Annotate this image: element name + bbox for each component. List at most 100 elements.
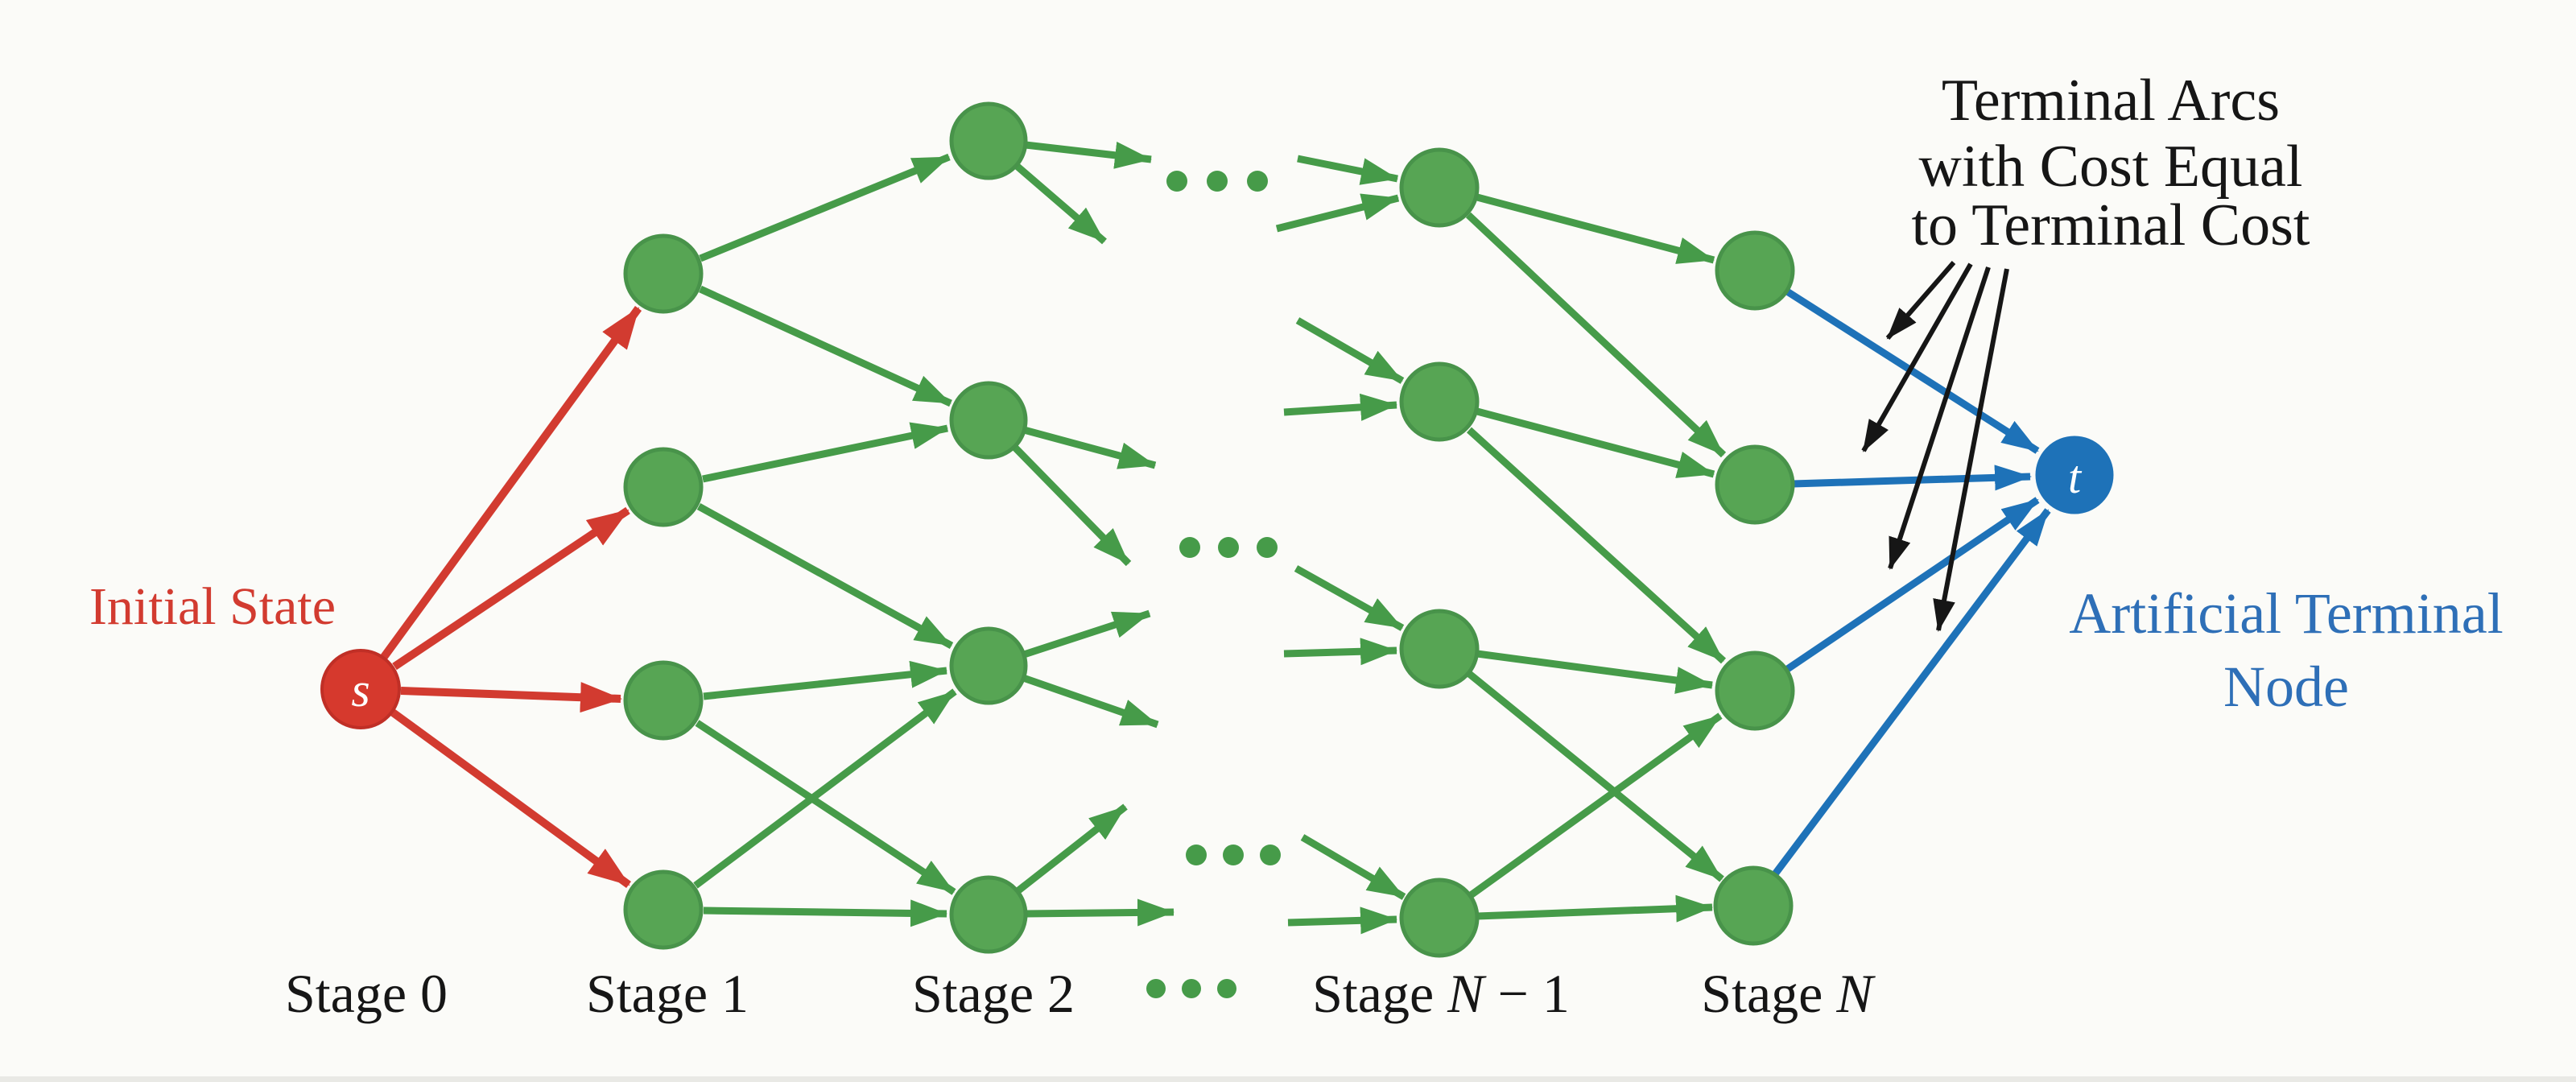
edges-stage1-to-stage2 [693,153,957,927]
annotation-arrows [1861,261,2009,632]
green-arc [1466,427,1727,664]
green-arc [1022,674,1159,729]
annotation-arrow [1888,266,1991,570]
green-arc [702,422,948,483]
state-node [1399,147,1480,228]
red-arc [400,682,622,713]
green-arc [693,688,957,889]
green-arc [703,899,947,927]
green-arc [699,285,952,407]
edges-ellipsis-to-stageN1 [1275,155,1406,935]
green-arc [1476,407,1715,478]
green-arc [1287,906,1397,935]
terminal-arcs-note-line2: with Cost Equal [1919,134,2303,200]
green-arc [1022,609,1151,659]
red-arc [390,708,631,889]
terminal-arcs-note: Terminal Arcs with Cost Equal to Termina… [1912,68,2310,258]
green-arc [1476,193,1715,264]
green-arc [1465,212,1727,458]
artificial-terminal-note-line1: Artificial Terminal [2069,581,2503,646]
green-arc [695,720,956,895]
ellipsis-dot [1260,845,1281,865]
state-node [949,101,1028,180]
terminal-arc [1785,288,2040,454]
terminal-arc [1771,508,2051,878]
stage1-nodes [623,233,704,950]
state-node [623,447,704,527]
green-arc [699,153,951,262]
green-arc [1468,712,1723,898]
red-arc [392,506,630,671]
ellipsis-dot [1218,537,1239,558]
artificial-terminal-note-line2: Node [2223,655,2349,719]
stage0-label: Stage 0 [285,963,448,1024]
ellipsis-dot [1179,537,1200,558]
state-node [949,875,1028,954]
edges-initial-to-stage1 [380,306,642,889]
state-node [623,869,704,950]
state-node [1715,444,1795,525]
annotation-arrow [1885,261,1956,340]
initial-state-label: Initial State [89,577,336,636]
green-arc [1476,894,1713,923]
annotation-arrow [1861,262,1973,452]
stage1-label: Stage 1 [586,963,749,1024]
ellipsis-dot [1207,171,1228,192]
ellipsis-dot [1182,979,1201,998]
scan-edge-artifact [0,1076,2576,1082]
stage-labels: Stage 0 Stage 1 Stage 2 Stage N − 1 Stag… [285,963,1876,1024]
ellipsis-bottom [1186,845,1281,865]
green-arc [1283,393,1397,421]
stageN-label: Stage N [1701,963,1876,1024]
ellipsis-dot [1166,171,1187,192]
terminal-arc [1784,497,2040,673]
edges-terminal-arcs [1771,288,2051,878]
green-arc [1297,155,1398,185]
state-node [623,233,704,314]
ellipsis-stage-labels [1146,979,1236,998]
artificial-terminal-node: t [2035,436,2114,514]
terminal-node [2035,436,2114,514]
terminal-node-label: t [2068,451,2083,503]
green-arc [1011,444,1132,567]
artificial-terminal-note: Artificial Terminal Node [2069,581,2503,719]
ellipsis-dot [1186,845,1207,865]
green-arc [696,503,954,649]
green-arc [1476,650,1713,694]
annotation-arrow [1933,268,2009,632]
ellipsis-dot [1223,845,1244,865]
stageN1-label: Stage N − 1 [1312,963,1570,1024]
green-arc [703,660,947,700]
ellipsis-top [1166,171,1268,192]
stageN1-nodes [1399,147,1480,958]
state-node [1713,865,1794,946]
stage2-nodes [949,101,1028,954]
state-node [1399,878,1480,958]
state-node [1715,650,1795,731]
terminal-arcs-note-line3: to Terminal Cost [1912,192,2310,258]
terminal-arcs-note-line1: Terminal Arcs [1942,68,2280,134]
green-arc [1015,803,1128,894]
edges-stageN1-to-stageN [1465,193,1727,923]
green-arc [1295,317,1405,384]
initial-state-node: s [320,649,401,729]
green-arc [1466,670,1724,882]
green-arc [1275,193,1400,233]
ellipsis-dot [1217,979,1236,998]
green-arc [1025,141,1152,169]
stage2-label: Stage 2 [912,963,1075,1024]
ellipsis-dot [1146,979,1166,998]
state-node [1715,230,1795,311]
red-arc [380,306,642,659]
green-arc [1300,834,1406,900]
green-arc [1025,898,1174,927]
edges-stage2-to-ellipsis [1011,141,1174,927]
stageN-nodes [1713,230,1795,946]
ellipsis-middle [1179,537,1278,558]
state-node [1399,361,1480,442]
state-node [949,626,1028,705]
ellipsis-dot [1257,537,1278,558]
state-node [1399,609,1480,689]
